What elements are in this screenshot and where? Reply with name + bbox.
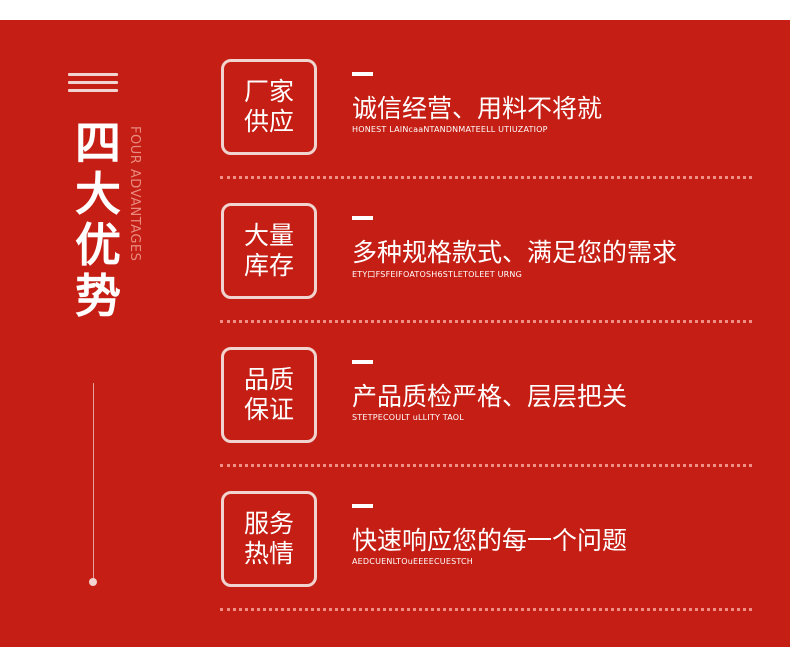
advantage-badge: 大量 库存: [221, 203, 317, 299]
accent-dash: [352, 504, 373, 508]
advantage-badge: 服务 热情: [221, 491, 317, 587]
dotted-divider: [220, 464, 752, 467]
dotted-divider: [220, 176, 752, 179]
advantage-english: HONEST LAINcaaNTANDNMATEELL UTIUZATIOP: [352, 125, 548, 134]
badge-line: 保证: [243, 395, 294, 424]
advantage-heading: 诚信经营、用料不将就: [352, 94, 603, 123]
accent-dash: [352, 360, 373, 364]
page-title: 四 大 优 势: [70, 118, 126, 322]
badge-line: 厂家: [243, 77, 294, 106]
advantage-item: 厂家 供应 诚信经营、用料不将就 HONEST LAINcaaNTANDNMAT…: [0, 59, 790, 199]
badge-line: 服务: [243, 509, 294, 538]
advantage-english: ETY口FSFEIFOATOSH6STLETOLEET URNG: [352, 270, 523, 279]
decorative-lines: [68, 73, 118, 97]
advantage-item: 品质 保证 产品质检严格、层层把关 STETPECOULT uLLITY TAO…: [0, 347, 790, 487]
divider-dot: [89, 578, 97, 586]
advantage-badge: 厂家 供应: [221, 59, 317, 155]
badge-line: 供应: [243, 107, 294, 136]
badge-line: 库存: [243, 251, 294, 280]
badge-line: 品质: [243, 365, 294, 394]
dotted-divider: [220, 320, 752, 323]
accent-dash: [352, 72, 373, 76]
advantage-english: STETPECOULT uLLITY TAOL: [352, 413, 464, 422]
badge-line: 热情: [243, 539, 294, 568]
vertical-divider: [93, 383, 94, 581]
advantage-item: 大量 库存 多种规格款式、满足您的需求 ETY口FSFEIFOATOSH6STL…: [0, 203, 790, 343]
title-char: 大: [75, 167, 121, 221]
accent-dash: [352, 216, 373, 220]
dotted-divider: [220, 608, 752, 611]
advantage-badge: 品质 保证: [221, 347, 317, 443]
advantage-english: AEDCUENLTOuEEEECUESTCH: [352, 557, 473, 566]
subtitle-english: FOUR ADVANTAGES: [127, 126, 142, 262]
title-char: 势: [75, 269, 121, 323]
advantage-heading: 产品质检严格、层层把关: [352, 382, 628, 411]
advantage-heading: 多种规格款式、满足您的需求: [352, 238, 678, 267]
advantage-item: 服务 热情 快速响应您的每一个问题 AEDCUENLTOuEEEECUESTCH: [0, 491, 790, 631]
advantage-heading: 快速响应您的每一个问题: [352, 526, 628, 555]
title-char: 四: [75, 116, 121, 170]
badge-line: 大量: [243, 221, 294, 250]
red-panel: [0, 20, 790, 647]
title-char: 优: [75, 218, 121, 272]
